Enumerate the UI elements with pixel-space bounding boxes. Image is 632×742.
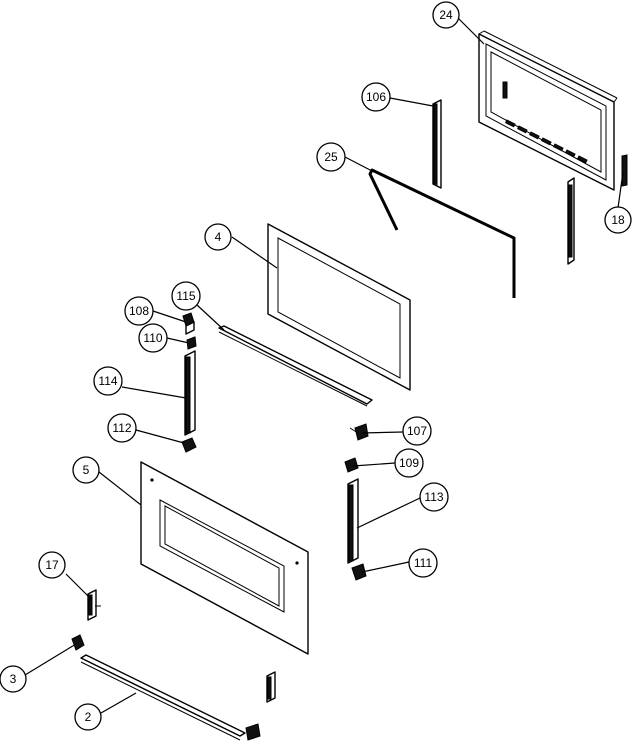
part-25-door-gasket (368, 168, 516, 298)
callout-106-label: 106 (366, 90, 386, 104)
callout-4-label: 4 (215, 230, 222, 244)
callout-24: 24 (432, 1, 460, 29)
callout-113: 113 (419, 482, 449, 512)
part-2-bottom-trim (80, 654, 261, 741)
part-3-end-cap (71, 634, 85, 651)
callout-110-label: 110 (143, 331, 162, 345)
hinge-lower-right (266, 671, 276, 703)
callout-112-label: 112 (112, 421, 131, 435)
callout-18-label: 18 (611, 213, 625, 227)
callout-4: 4 (204, 223, 232, 251)
callout-25-label: 25 (324, 150, 338, 164)
callout-111: 111 (408, 548, 438, 578)
callout-115-label: 115 (176, 289, 195, 303)
callout-115: 115 (171, 281, 201, 311)
callout-109: 109 (394, 448, 424, 478)
leader-lines (24, 16, 624, 714)
part-108-bracket (182, 312, 195, 335)
callout-114: 114 (93, 366, 123, 396)
callout-18: 18 (604, 206, 632, 234)
part-4-window-glass (267, 223, 411, 391)
part-109-clip (344, 457, 359, 473)
part-107-bracket (349, 423, 369, 441)
part-24-inner-door-frame (478, 30, 618, 191)
part-5-outer-door-panel (140, 461, 309, 655)
callout-2-label: 2 (85, 710, 92, 724)
callout-17-label: 17 (45, 558, 59, 572)
callout-113-label: 113 (424, 490, 443, 504)
part-115-rail (218, 325, 373, 407)
callout-106: 106 (361, 82, 391, 112)
callout-24-label: 24 (439, 8, 453, 22)
part-112-bottom-bracket (181, 437, 197, 453)
callout-3-label: 3 (10, 672, 17, 686)
part-17-hinge (87, 589, 101, 621)
callout-108-label: 108 (129, 304, 149, 318)
part-114-side-channel (184, 350, 196, 436)
callout-107-label: 107 (407, 424, 427, 438)
callout-111-label: 111 (414, 556, 433, 570)
callout-3: 3 (0, 665, 27, 693)
callout-5-label: 5 (83, 463, 90, 477)
part-111-bottom-bracket (351, 563, 367, 581)
callout-112: 112 (107, 413, 137, 443)
callout-109-label: 109 (399, 456, 419, 470)
callout-114-label: 114 (98, 374, 117, 388)
callout-17: 17 (38, 551, 66, 579)
callout-5: 5 (72, 456, 100, 484)
callout-25: 25 (316, 142, 346, 172)
callout-108: 108 (124, 296, 154, 326)
callout-2: 2 (74, 703, 102, 731)
part-18-hinge-receptacle (567, 154, 628, 265)
part-113-side-channel (347, 478, 359, 564)
part-24-vent-slots (504, 119, 588, 164)
callout-107: 107 (402, 416, 432, 446)
callout-110: 110 (138, 323, 168, 353)
part-110-clip (186, 336, 197, 350)
part-106-insulation-strip (432, 99, 442, 189)
